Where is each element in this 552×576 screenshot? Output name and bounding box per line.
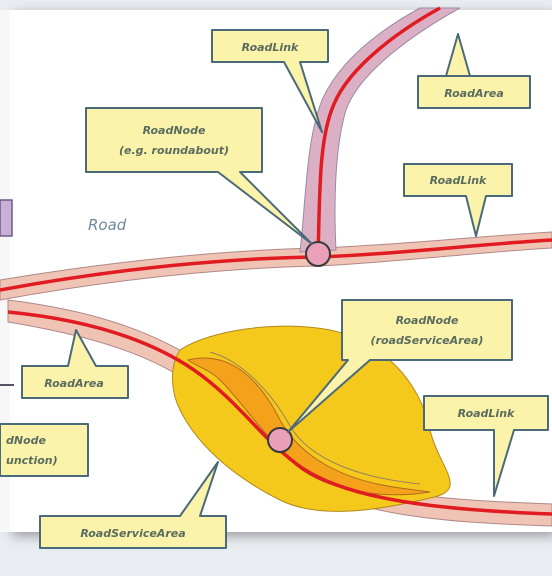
callout-roadlink-mid-text: RoadLink: [430, 174, 487, 187]
callout-roadlink-top-text: RoadLink: [242, 41, 299, 54]
road-node-service-area: [267, 427, 293, 453]
road-area-upper: [0, 231, 552, 301]
callout-roadlink-mid: RoadLink: [403, 163, 513, 237]
callout-roadlink-top: RoadLink: [211, 29, 329, 133]
callout-roadarea-left: RoadArea: [21, 329, 129, 399]
callout-roadnode-roundabout-line2: (e.g. roundabout): [119, 144, 229, 157]
road-link-vertical: [316, 6, 441, 255]
callout-roadnode-roundabout: RoadNode (e.g. roundabout): [85, 107, 313, 245]
callout-roadnode-junction-partial: dNode unction): [0, 423, 89, 477]
road-label: Road: [88, 216, 127, 234]
road-node-roundabout: [305, 241, 331, 267]
road-link-lower: [7, 310, 552, 516]
callout-roadnode-service-line2: (roadServiceArea): [371, 334, 484, 347]
callout-roadservicearea-text: RoadServiceArea: [80, 527, 185, 540]
partial-node-box-purple: [0, 199, 13, 237]
callout-roadnode-service-line1: RoadNode: [396, 314, 459, 327]
callout-roadarea-left-text: RoadArea: [44, 377, 104, 390]
left-divider: [0, 384, 14, 386]
service-lane-edge: [209, 351, 421, 485]
left-edge-panel: [0, 10, 10, 532]
callout-roadnode-junction-line1: dNode: [6, 434, 47, 447]
callout-roadservicearea: RoadServiceArea: [39, 461, 227, 549]
callout-roadlink-right-text: RoadLink: [458, 407, 515, 420]
callout-roadarea-top-text: RoadArea: [444, 87, 504, 100]
road-service-area-inner: [186, 357, 431, 496]
callout-roadnode-junction-line2: unction): [6, 454, 58, 467]
callout-roadnode-service: RoadNode (roadServiceArea): [287, 299, 513, 433]
callout-roadnode-roundabout-line1: RoadNode: [143, 124, 206, 137]
callout-roadlink-right: RoadLink: [423, 395, 549, 497]
road-area-vertical: [299, 7, 461, 253]
callout-roadarea-top: RoadArea: [417, 33, 531, 109]
